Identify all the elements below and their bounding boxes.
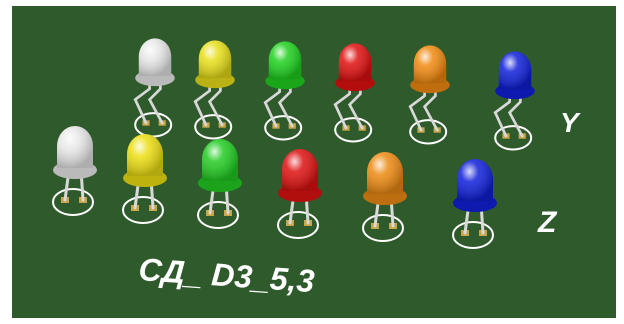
led-row-y: [133, 38, 535, 151]
led-y-blue: [493, 51, 535, 151]
led-highlight: [338, 43, 372, 82]
led-highlight: [367, 152, 403, 194]
led-z-yellow: [122, 134, 167, 224]
led-y-yellow: [193, 40, 235, 140]
led-y-orange: [408, 45, 450, 145]
led-highlight: [498, 51, 532, 90]
footprint-outline: [194, 114, 233, 140]
led-y-white: [133, 38, 175, 138]
led-highlight: [57, 126, 93, 168]
led-highlight: [198, 40, 232, 79]
led-highlight: [268, 41, 302, 80]
led-y-red: [333, 43, 375, 143]
led-highlight: [457, 159, 493, 201]
led-highlight: [282, 149, 318, 191]
footprint-outline: [362, 214, 404, 242]
led-highlight: [202, 139, 238, 181]
footprint-outline: [334, 117, 373, 143]
footprint-outline: [452, 221, 494, 249]
footprint-outline: [277, 211, 319, 239]
led-highlight: [127, 134, 163, 176]
footprint-outline: [122, 196, 164, 224]
row-label-y: Y: [560, 107, 581, 138]
footprint-outline: [409, 119, 448, 145]
led-z-orange: [362, 152, 407, 242]
led-y-green: [263, 41, 305, 141]
led-z-green: [197, 139, 242, 229]
led-z-blue: [452, 159, 497, 249]
row-label-z: Z: [537, 206, 558, 239]
footprint-outline: [197, 201, 239, 229]
led-highlight: [413, 45, 447, 84]
led-z-red: [277, 149, 322, 239]
led-z-white: [52, 126, 97, 216]
footprint-outline: [264, 115, 303, 141]
footprint-outline: [52, 188, 94, 216]
led-row-z: [52, 126, 497, 249]
footprint-outline: [494, 125, 533, 151]
led-highlight: [138, 38, 172, 77]
